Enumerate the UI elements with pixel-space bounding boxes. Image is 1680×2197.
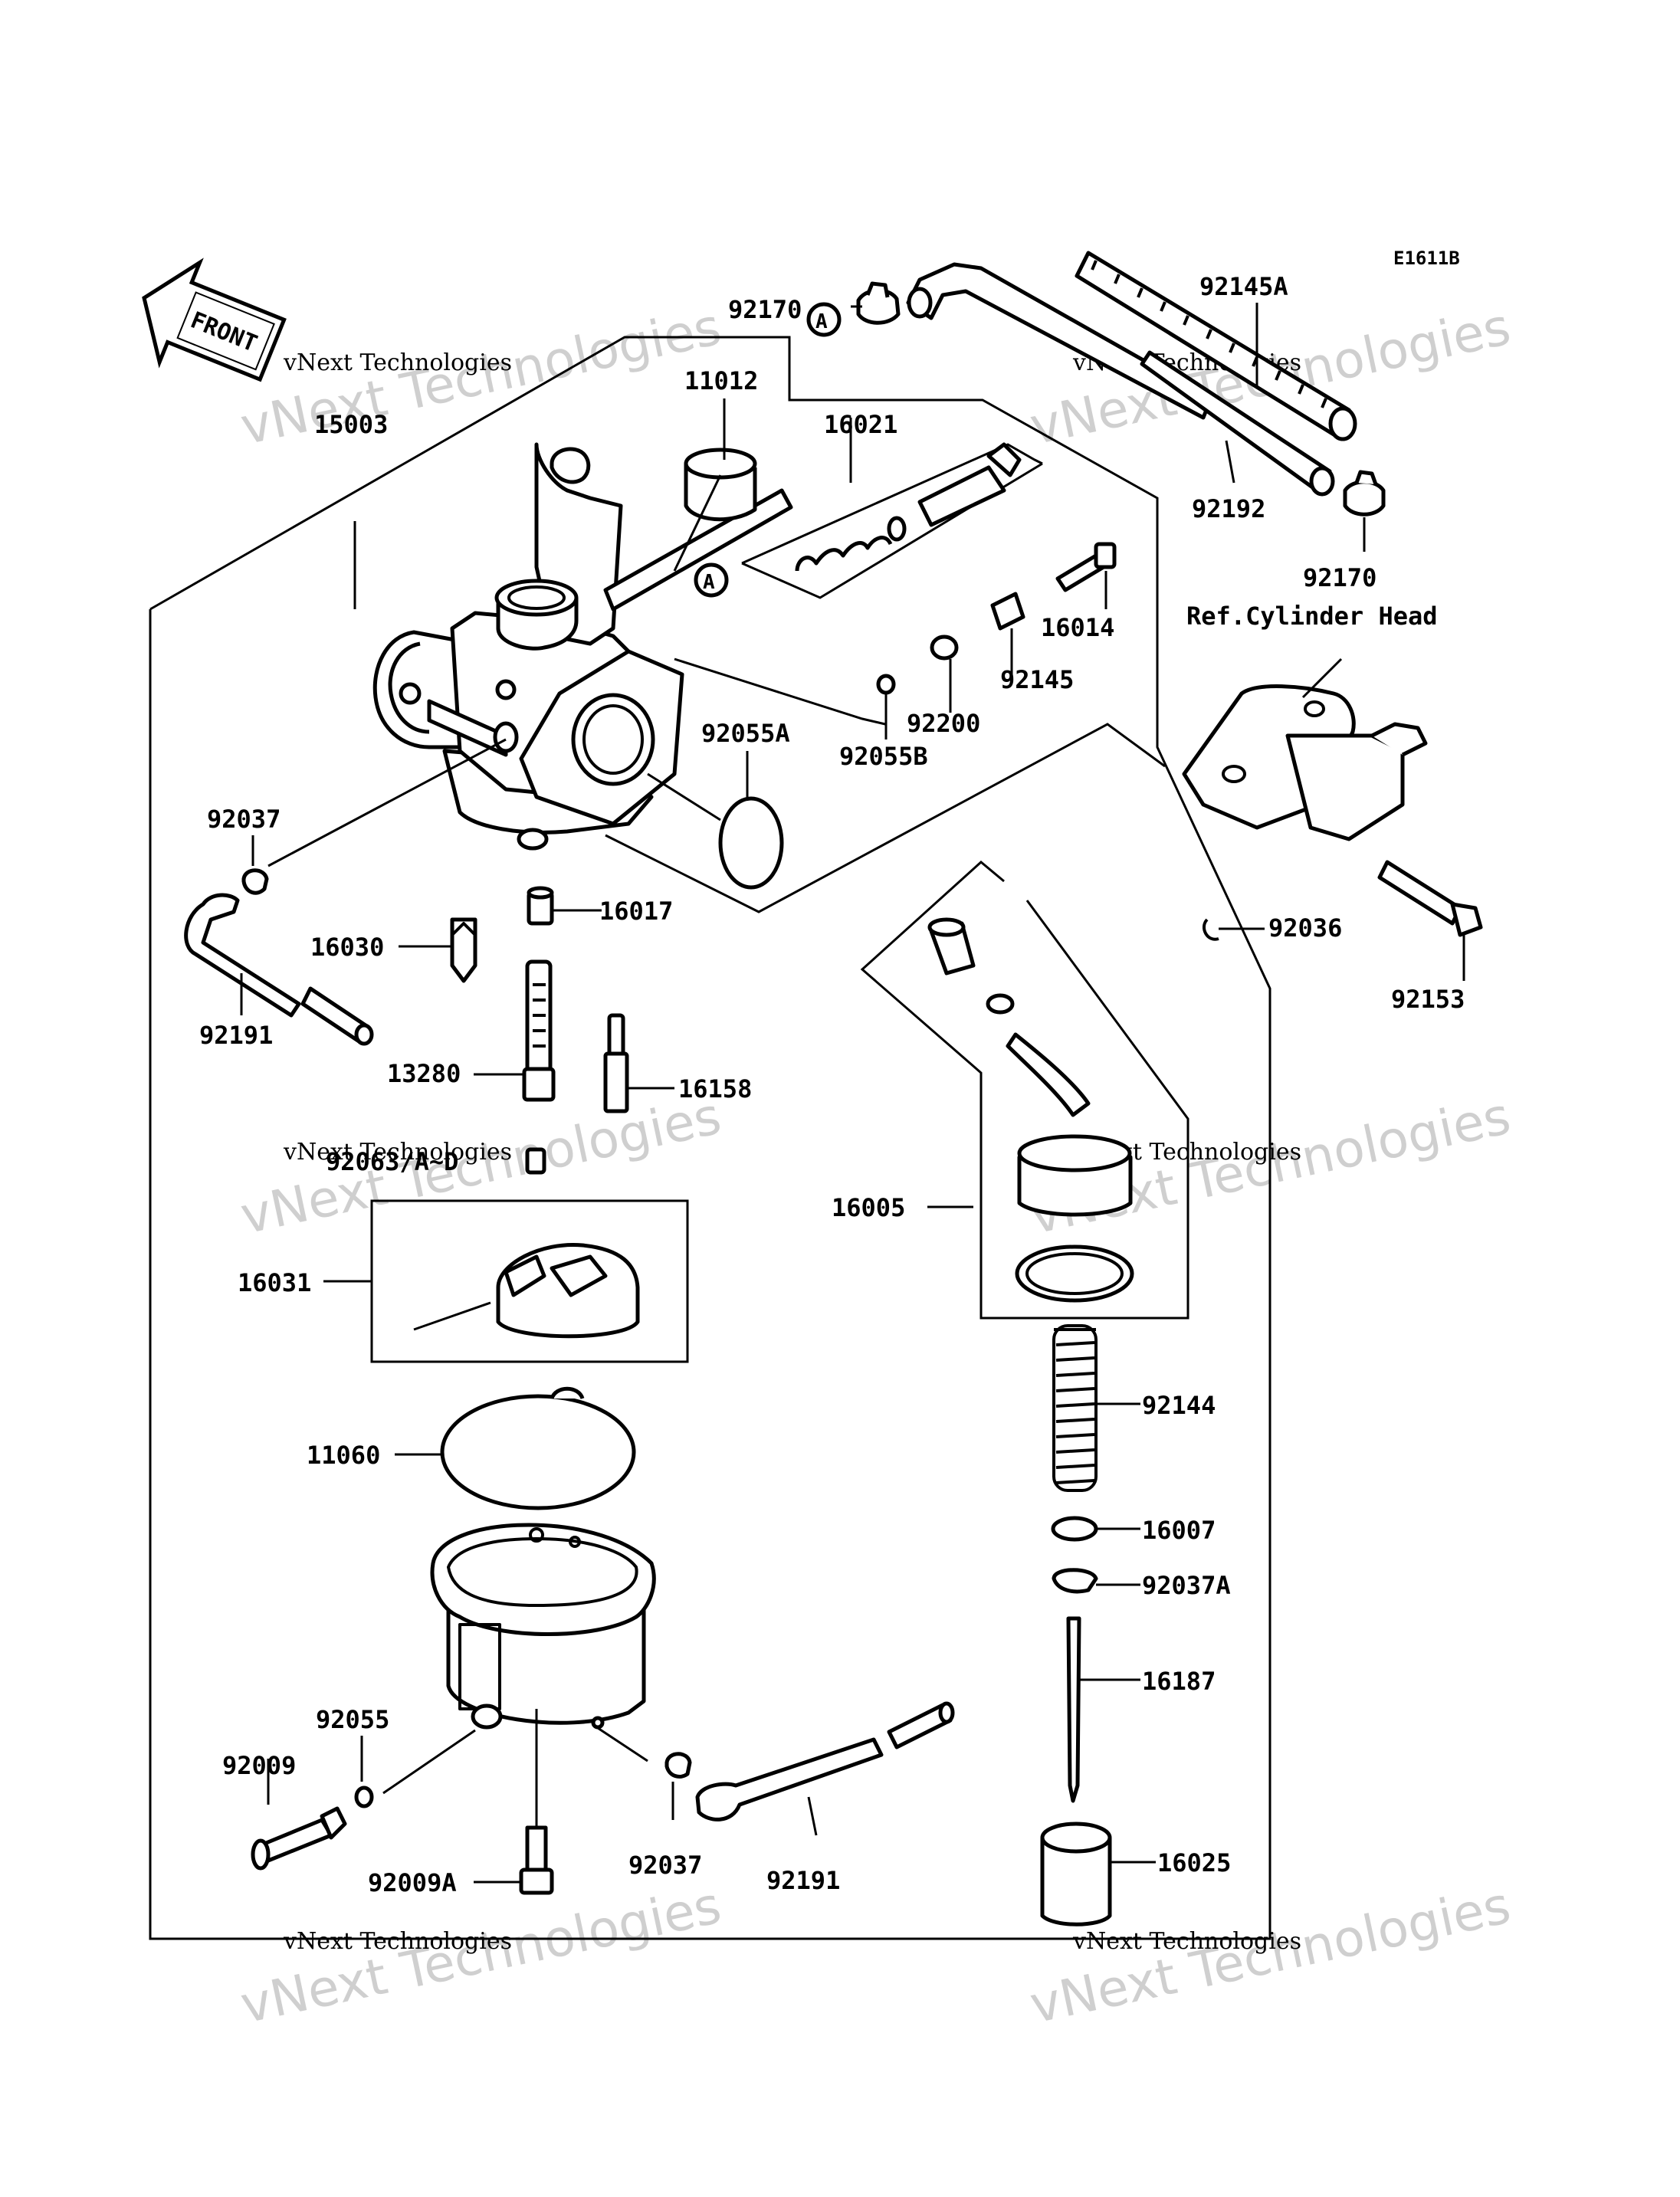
part-92153-bolt — [1377, 860, 1483, 981]
callout-16007: 16007 — [1142, 1516, 1216, 1545]
callout-92037A: 92037A — [1142, 1571, 1231, 1600]
callout-92153: 92153 — [1391, 985, 1465, 1014]
callout-16014: 16014 — [1041, 613, 1114, 642]
callout-13280: 13280 — [387, 1059, 461, 1088]
callout-92191-bottom: 92191 — [766, 1866, 840, 1895]
part-16014-screw — [1055, 542, 1117, 609]
callout-92200: 92200 — [907, 709, 980, 738]
part-92170-clamp-top — [851, 281, 901, 325]
callout-16158: 16158 — [678, 1074, 752, 1103]
part-11012-cap — [673, 448, 757, 572]
callout-92170-top: 92170 — [728, 295, 802, 324]
callout-16005: 16005 — [832, 1193, 905, 1222]
part-16025-throttle-valve — [1040, 1822, 1156, 1926]
marker-a-upper: A — [806, 302, 842, 337]
callout-16025: 16025 — [1157, 1848, 1231, 1877]
part-92063-main-jet — [525, 1147, 546, 1175]
part-16031-float — [323, 1199, 689, 1363]
watermark-mid-left: vNext Technologies vNext Technologies — [235, 1087, 726, 1246]
callout-92009A: 92009A — [368, 1868, 457, 1897]
part-11060-gasket — [395, 1386, 636, 1510]
ref-cylinder-head-label: Ref.Cylinder Head — [1186, 602, 1438, 631]
watermark-text: vNext Technologies — [1072, 1928, 1301, 1955]
callout-92145A: 92145A — [1199, 272, 1288, 301]
assembly-boundary — [149, 336, 1271, 1940]
callout-16021: 16021 — [824, 410, 897, 439]
marker-a-lower: A — [694, 562, 729, 598]
callout-11012: 11012 — [684, 366, 758, 395]
callout-16017: 16017 — [599, 897, 673, 926]
part-16021-pilot-screw-set — [741, 442, 1043, 599]
front-arrow-icon: FRONT — [142, 257, 287, 382]
watermark-text: vNext Technologies — [283, 1139, 512, 1166]
callout-16187: 16187 — [1142, 1667, 1216, 1696]
part-16007-seat — [1051, 1516, 1140, 1542]
callout-92170-right: 92170 — [1303, 563, 1376, 592]
part-92037-clamp-bottom — [664, 1752, 692, 1820]
part-92055A-oring — [647, 751, 784, 890]
watermark-text: vNext Technologies — [283, 1928, 512, 1955]
part-92200-washer — [930, 635, 959, 713]
watermark-text: vNext Technologies — [283, 349, 512, 376]
callout-16030: 16030 — [310, 933, 384, 962]
leader-body-oring — [674, 657, 886, 726]
watermark-text-large: vNext Technologies — [235, 1876, 726, 2035]
marker-a-label: A — [703, 571, 715, 594]
ref-cylinder-head — [1182, 657, 1428, 841]
part-92009-screw — [251, 1759, 347, 1871]
callout-92036: 92036 — [1268, 913, 1342, 943]
part-13280-bleed-pipe — [474, 959, 556, 1102]
diagram-code: E1611B — [1393, 248, 1460, 269]
part-92170-clamp-right — [1343, 470, 1386, 552]
part-92036-clip — [1203, 918, 1265, 941]
part-92037-clamp-left — [241, 738, 507, 895]
callout-92191-left: 92191 — [199, 1021, 273, 1050]
part-92055B-oring — [876, 674, 896, 739]
part-92191-hose-left — [184, 893, 374, 1046]
part-float-bowl — [430, 1523, 656, 1828]
marker-a-label: A — [815, 310, 828, 333]
part-92145A-breather-hose — [1075, 251, 1357, 441]
callout-92063: 92063/A~D — [326, 1147, 458, 1176]
part-92037A-clip — [1052, 1568, 1140, 1594]
part-92145-spring — [990, 592, 1025, 674]
callout-92192: 92192 — [1192, 494, 1265, 523]
watermark-text-large: vNext Technologies — [235, 297, 726, 457]
callout-labels: 92170 92145A 11012 16021 15003 92192 921… — [199, 272, 1465, 1897]
carburetor-body — [372, 442, 793, 851]
callout-16031: 16031 — [238, 1268, 311, 1297]
callout-15003: 15003 — [314, 410, 388, 439]
callout-92055A: 92055A — [701, 719, 790, 748]
part-16187-jet-needle — [1066, 1616, 1140, 1803]
callout-92055: 92055 — [316, 1705, 389, 1734]
callout-92037-bottom: 92037 — [628, 1851, 702, 1880]
callout-92037-left: 92037 — [207, 805, 281, 834]
callout-92145: 92145 — [1000, 665, 1074, 694]
callout-92144: 92144 — [1142, 1391, 1216, 1420]
part-92192-hose — [1140, 350, 1335, 497]
callout-92055B: 92055B — [839, 742, 928, 771]
callout-92009: 92009 — [222, 1751, 296, 1780]
watermark-bottom-left: vNext Technologies vNext Technologies — [235, 1876, 726, 2035]
part-92055-oring — [354, 1729, 476, 1808]
part-92191-hose-bottom — [695, 1701, 955, 1836]
leader-to-cylinder-head — [605, 723, 1166, 913]
callout-11060: 11060 — [307, 1441, 380, 1470]
part-16005-choke-plunger-set — [860, 861, 1189, 1320]
part-16030-float-valve — [399, 917, 477, 983]
part-92009A-drain-screw — [474, 1825, 554, 1895]
watermark-top-left: vNext Technologies vNext Technologies — [235, 297, 726, 457]
watermark-text-large: vNext Technologies — [235, 1087, 726, 1246]
part-92144-spring — [1052, 1324, 1140, 1492]
part-16017-needle-jet — [527, 886, 602, 926]
part-16158-pilot-jet — [603, 1013, 674, 1113]
